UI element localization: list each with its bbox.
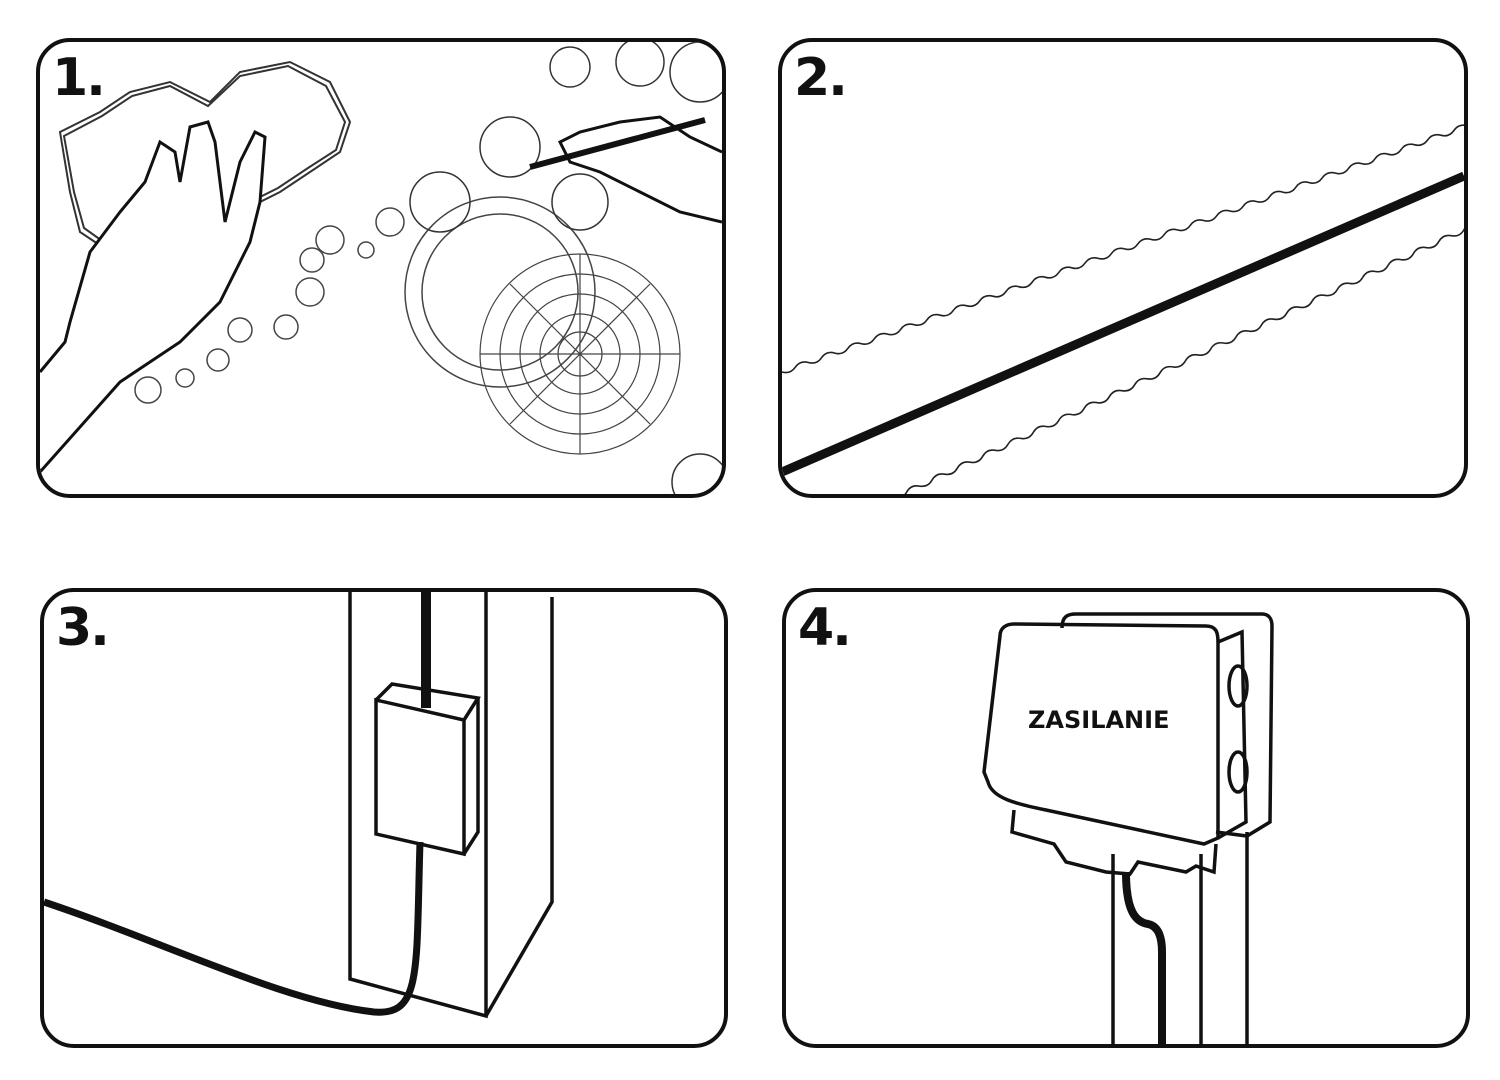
step-4-panel: 4. ZASILANIE	[782, 588, 1470, 1048]
hand-outline	[40, 120, 267, 473]
power-supply-box-top	[374, 682, 481, 721]
step-1-panel: 1.	[36, 38, 726, 498]
box-label: ZASILANIE	[1028, 706, 1170, 734]
power-supply-box	[374, 697, 466, 857]
box-side	[1217, 629, 1248, 840]
umbrella-web	[479, 253, 681, 455]
cable-gland-top	[1227, 664, 1249, 708]
post-with-power-supply	[44, 592, 554, 1019]
post-side-face	[484, 597, 554, 1017]
box-back	[1060, 612, 1274, 838]
step-number: 2.	[794, 48, 848, 108]
shrubs	[409, 42, 722, 494]
trench-edge-lower	[904, 228, 1464, 494]
cable-lower	[44, 841, 424, 1016]
drawing-hand	[557, 115, 722, 224]
step-3-panel: 3.	[40, 588, 728, 1048]
box-front	[982, 622, 1220, 846]
step-number: 3.	[56, 598, 110, 658]
garden-plan-illustration	[40, 42, 722, 494]
junction-box-illustration	[982, 612, 1274, 1044]
trench-edge-upper	[782, 124, 1464, 374]
stepping-stones	[134, 207, 405, 404]
post-front-face	[348, 592, 488, 1019]
trench-illustration	[782, 124, 1464, 494]
cable	[1122, 871, 1166, 1044]
step-number: 1.	[52, 48, 106, 108]
patio	[404, 196, 596, 388]
step-number: 4.	[798, 598, 852, 658]
pen	[529, 117, 706, 170]
step-2-panel: 2.	[778, 38, 1468, 498]
cable-gland-bottom	[1227, 750, 1249, 794]
cable	[782, 171, 1464, 477]
